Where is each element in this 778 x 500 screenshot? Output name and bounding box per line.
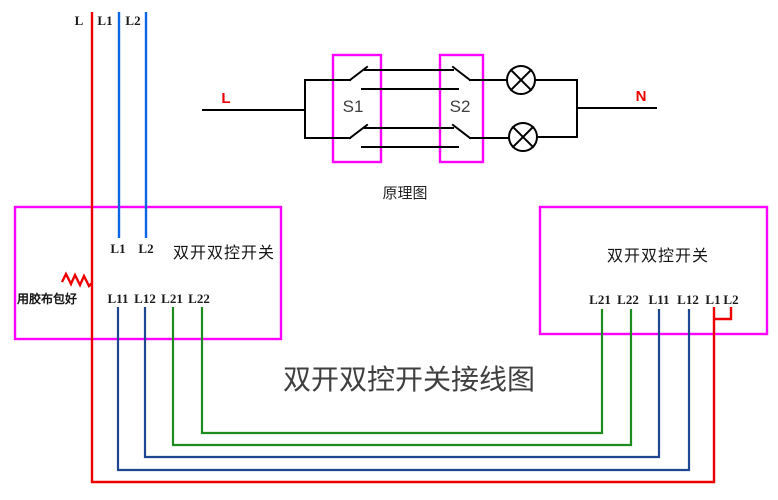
s1-box [331,53,383,164]
supply-label-l: L [74,13,84,28]
right-terminal-l2: L2 [723,292,739,307]
s2-top-blade [451,65,472,82]
supply-label-l1: L1 [97,13,113,28]
schematic-circuit [202,65,657,152]
switch2-label: S2 [449,97,471,116]
s2-box [438,53,485,164]
right-terminal-l1: L1 [705,292,721,307]
wire-travelers-green [171,307,633,447]
switch-enclosure-boxes [13,53,769,341]
wire-live-jumper [714,307,733,321]
right-switch-box [538,205,769,336]
left-terminal-l12: L12 [134,291,156,306]
lamp-icon [508,122,538,152]
supply-label-l2: L2 [125,13,141,28]
wire-feed [117,12,148,238]
right-terminal-l12: L12 [677,292,699,307]
left-terminal-l11: L11 [107,291,129,306]
s1-top-blade [348,65,369,82]
right-switch-title: 双开双控开关 [606,246,710,265]
page-title: 双开双控开关接线图 [282,365,536,396]
switch1-label: S1 [342,97,364,116]
schematic-live-label: L [221,90,231,107]
left-top-terminal-l2: L2 [138,241,154,256]
tape-note: 用胶布包好 [17,292,78,306]
schematic-caption: 原理图 [382,184,428,202]
right-terminal-l21: L21 [589,292,611,307]
left-switch-box [13,205,283,341]
wire-live [60,12,733,484]
schematic-neutral-label: N [635,88,647,105]
wire-travelers-blue [116,307,691,472]
left-switch-title: 双开双控开关 [172,243,276,262]
s2-bottom-blade [451,123,472,140]
left-terminal-l22: L22 [188,291,210,306]
right-terminal-l11: L11 [648,292,670,307]
lamp-icon [506,65,536,95]
right-terminal-l22: L22 [617,292,639,307]
s1-bottom-blade [348,123,369,140]
tape-squiggle [60,271,93,289]
left-terminal-l21: L21 [161,291,183,306]
left-top-terminal-l1: L1 [110,241,126,256]
